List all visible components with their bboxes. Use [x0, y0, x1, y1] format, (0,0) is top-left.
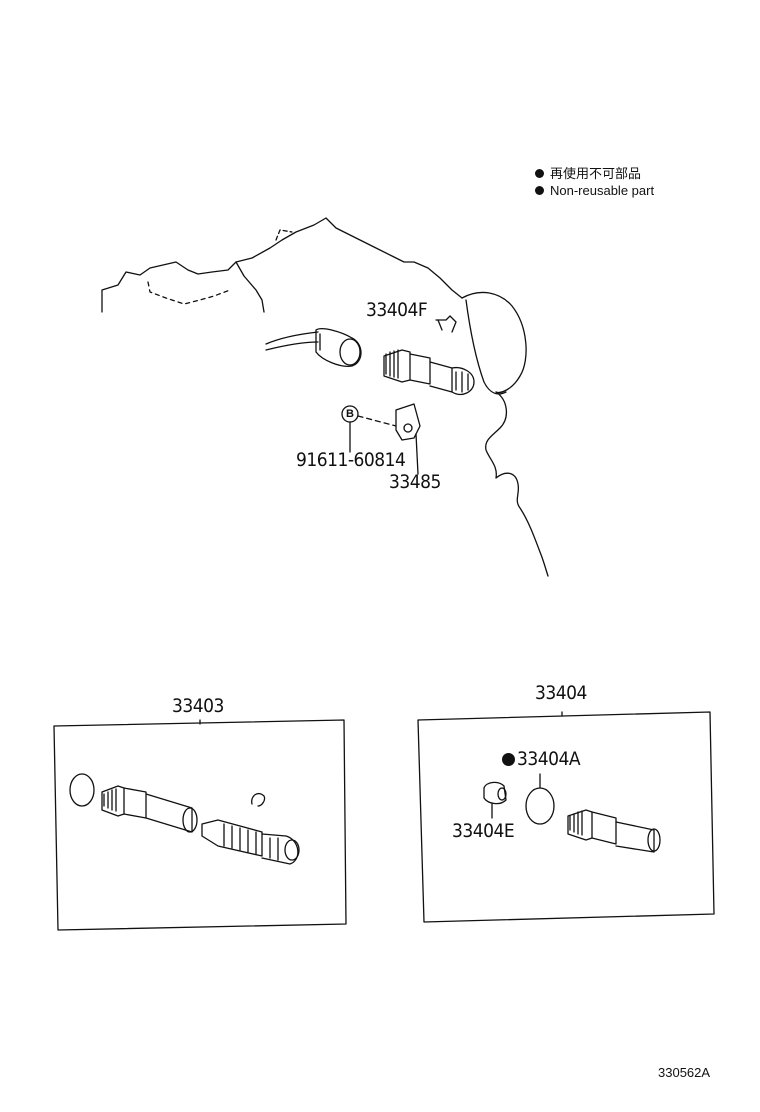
label-bolt: 91611-60814	[296, 449, 406, 471]
label-kit-33404: 33404	[535, 682, 587, 704]
non-reusable-dot-icon	[535, 169, 544, 178]
legend-text-en: Non-reusable part	[550, 183, 655, 198]
non-reusable-dot-icon	[502, 753, 515, 766]
lock-plate	[395, 403, 421, 441]
label-33404F: 33404F	[366, 299, 428, 321]
label-33404A: 33404A	[502, 748, 581, 770]
label-33404E: 33404E	[452, 820, 515, 842]
label-33404A-text: 33404A	[517, 748, 581, 770]
label-kit-33403: 33403	[172, 695, 224, 717]
label-33485: 33485	[389, 471, 441, 493]
transmission-housing	[101, 217, 549, 577]
legend-english: Non-reusable part	[535, 184, 654, 197]
speed-sensor-upper	[383, 315, 475, 396]
legend-text-ja: 再使用不可部品	[550, 166, 642, 181]
sensor-connector	[315, 328, 362, 367]
kit-box-33403	[53, 719, 347, 931]
legend-japanese: 再使用不可部品	[535, 167, 641, 180]
leader-plate	[415, 433, 419, 475]
non-reusable-dot-icon	[535, 186, 544, 195]
bolt-marker-letter: B	[346, 408, 354, 420]
kit-box-33404	[417, 711, 715, 923]
diagram-code: 330562A	[658, 1065, 711, 1080]
